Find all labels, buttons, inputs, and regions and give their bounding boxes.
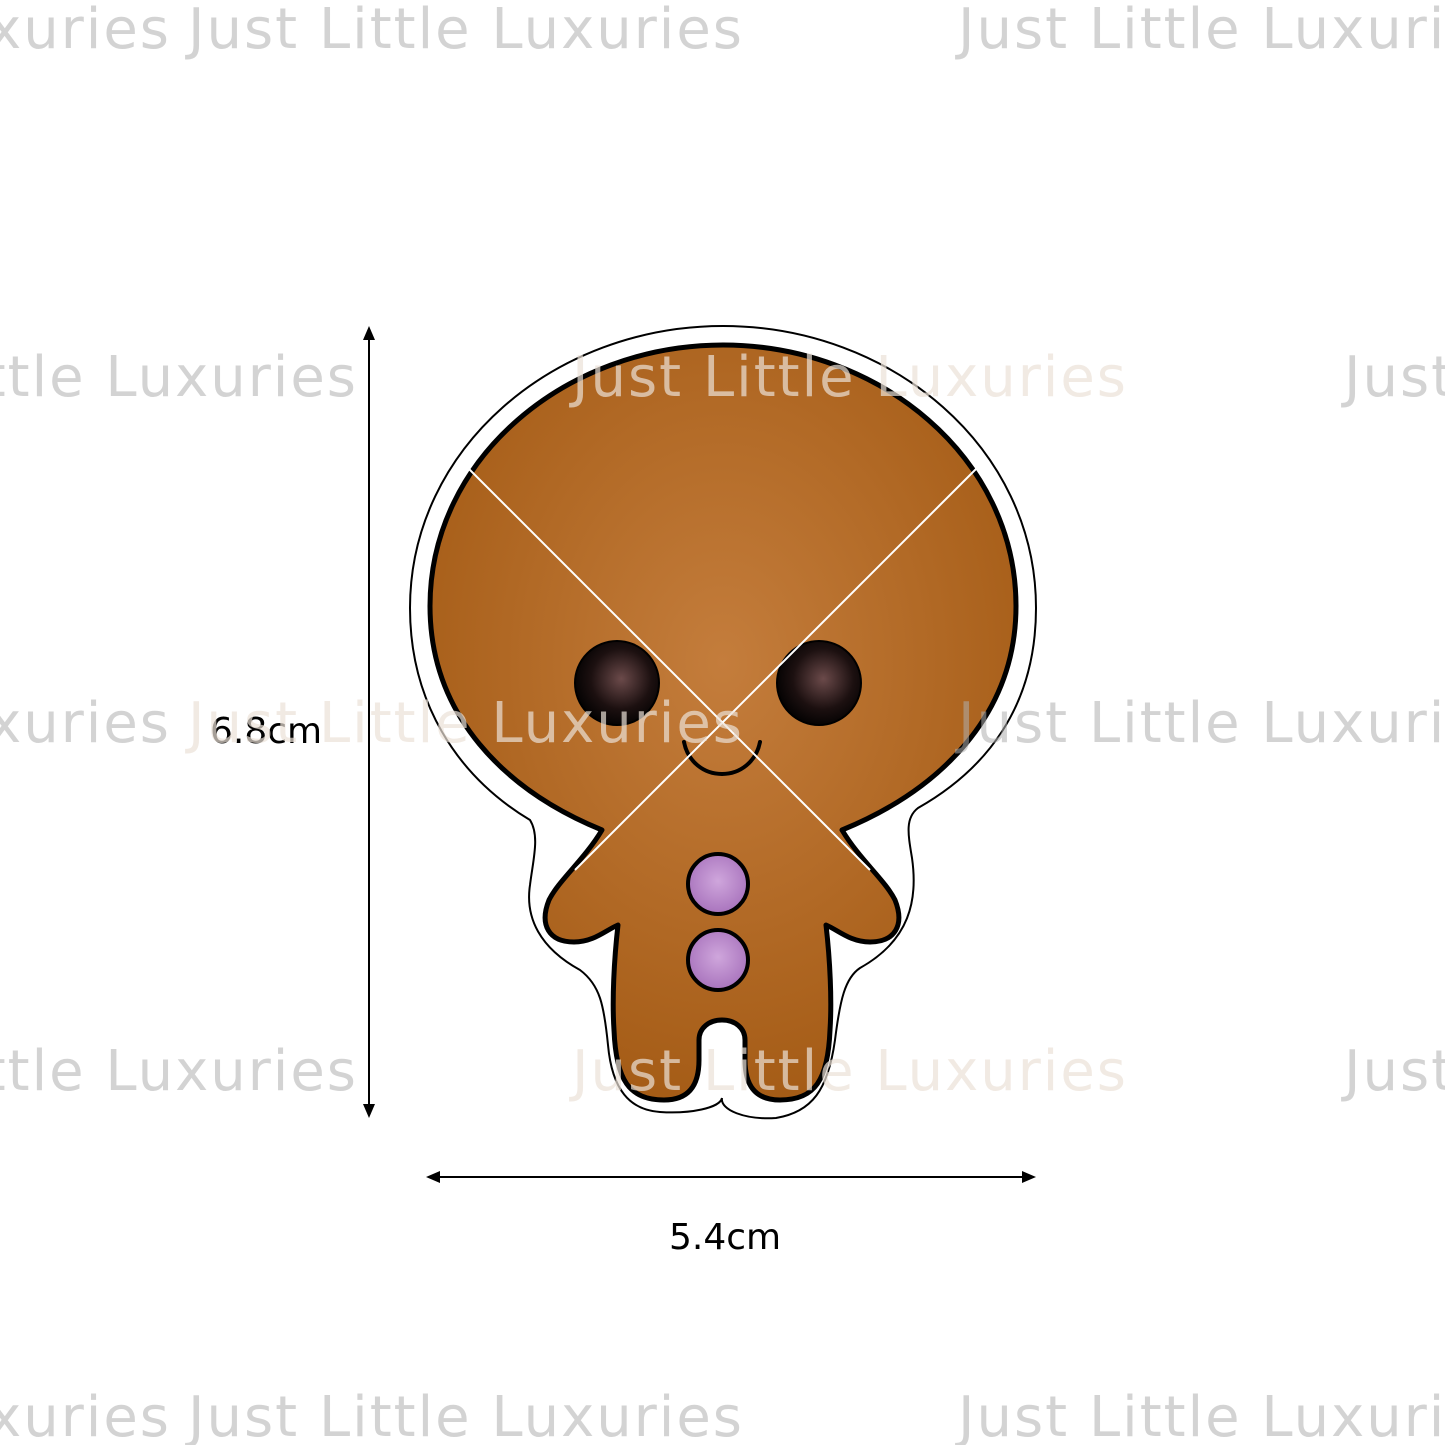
bottom-button [686,928,750,992]
height-dimension-label: 6.8cm [210,711,323,752]
right-eye [776,640,862,726]
cut-guide-line-1 [459,459,871,871]
height-dimension-arrow [363,326,375,1118]
width-dimension-arrow [426,1171,1036,1183]
left-eye [574,640,660,726]
cut-guide-line-2 [574,459,986,871]
top-button [686,852,750,916]
smile [682,740,762,777]
width-dimension-label: 5.4cm [669,1217,782,1258]
